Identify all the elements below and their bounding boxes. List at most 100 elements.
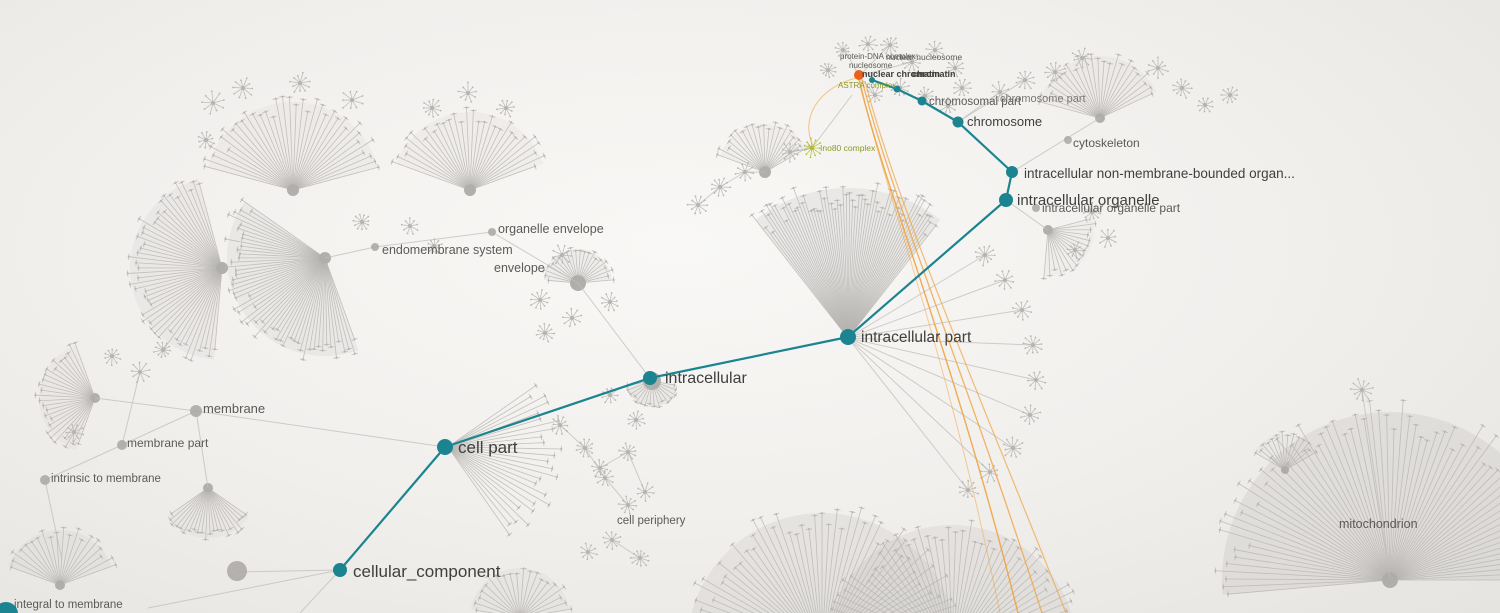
star-cluster[interactable]: [1071, 47, 1093, 69]
star-cluster[interactable]: [551, 244, 572, 265]
cluster-hub-node[interactable]: [464, 184, 476, 196]
star-cluster[interactable]: [858, 35, 878, 52]
star-cluster[interactable]: [495, 99, 515, 118]
star-cluster[interactable]: [602, 531, 622, 551]
star-cluster[interactable]: [627, 410, 646, 430]
star-cluster[interactable]: [880, 37, 899, 55]
gray-node[interactable]: [40, 475, 50, 485]
cluster-hub-node[interactable]: [1281, 466, 1289, 474]
star-cluster[interactable]: [594, 470, 614, 487]
cluster-hub-node[interactable]: [216, 262, 228, 274]
star-cluster[interactable]: [197, 131, 215, 149]
star-cluster[interactable]: [352, 213, 370, 231]
gray-node[interactable]: [227, 561, 247, 581]
cluster-fan[interactable]: [749, 182, 939, 339]
star-cluster[interactable]: [1220, 86, 1238, 104]
cluster-fan[interactable]: [9, 526, 118, 590]
star-cluster[interactable]: [400, 217, 419, 235]
star-cluster[interactable]: [65, 424, 84, 443]
star-cluster[interactable]: [422, 98, 442, 118]
star-cluster[interactable]: [781, 143, 800, 163]
cluster-fan[interactable]: [168, 483, 249, 541]
star-cluster[interactable]: [561, 307, 583, 328]
star-cluster[interactable]: [1027, 370, 1047, 391]
cluster-fan[interactable]: [203, 95, 380, 196]
node-chromosome[interactable]: [952, 116, 964, 128]
cluster-fan[interactable]: [224, 196, 359, 361]
star-cluster[interactable]: [1082, 201, 1102, 221]
cluster-fan[interactable]: [390, 106, 546, 196]
star-cluster[interactable]: [232, 77, 254, 100]
star-cluster[interactable]: [1022, 335, 1043, 355]
gray-node[interactable]: [1064, 136, 1072, 144]
star-cluster[interactable]: [1002, 436, 1024, 459]
node-intracellular-part[interactable]: [840, 329, 856, 345]
star-cluster[interactable]: [1172, 78, 1193, 99]
star-cluster[interactable]: [1011, 300, 1033, 321]
star-cluster[interactable]: [820, 63, 837, 79]
star-cluster[interactable]: [130, 361, 151, 384]
star-cluster[interactable]: [953, 78, 972, 97]
star-cluster[interactable]: [925, 40, 945, 59]
gray-node[interactable]: [117, 440, 127, 450]
star-cluster[interactable]: [591, 459, 609, 477]
cluster-fan[interactable]: [1214, 399, 1500, 598]
star-cluster[interactable]: [901, 53, 921, 72]
star-cluster[interactable]: [600, 291, 619, 312]
cluster-fan[interactable]: [126, 180, 228, 362]
cluster-fan[interactable]: [34, 341, 100, 449]
star-cluster[interactable]: [617, 495, 638, 515]
star-cluster[interactable]: [552, 414, 569, 435]
star-cluster[interactable]: [958, 479, 980, 499]
star-cluster[interactable]: [636, 482, 655, 502]
highlight-star-cluster[interactable]: [803, 137, 822, 159]
cluster-fan[interactable]: [1038, 53, 1154, 123]
star-cluster[interactable]: [734, 161, 755, 182]
node-cellular-component[interactable]: [333, 563, 347, 577]
node-intracellular-nmb-organelle[interactable]: [1006, 166, 1018, 178]
star-cluster[interactable]: [342, 90, 364, 110]
star-cluster[interactable]: [618, 442, 637, 461]
node-nucleosome-selected[interactable]: [854, 70, 864, 80]
star-cluster[interactable]: [946, 58, 964, 78]
gray-node[interactable]: [488, 228, 496, 236]
node-chromatin[interactable]: [893, 85, 901, 93]
node-nuclear-chromatin[interactable]: [869, 77, 875, 83]
star-cluster[interactable]: [1020, 404, 1042, 425]
cluster-hub-node[interactable]: [1382, 572, 1398, 588]
star-cluster[interactable]: [1197, 97, 1214, 113]
star-cluster[interactable]: [457, 81, 478, 103]
star-cluster[interactable]: [601, 387, 619, 404]
cluster-hub-node[interactable]: [287, 184, 299, 196]
star-cluster[interactable]: [530, 289, 551, 310]
star-cluster[interactable]: [425, 238, 443, 253]
star-cluster[interactable]: [152, 341, 172, 359]
node-chromosomal-part[interactable]: [917, 96, 927, 106]
node-partial-corner[interactable]: [0, 602, 18, 613]
star-cluster[interactable]: [991, 80, 1010, 103]
star-cluster[interactable]: [201, 90, 225, 115]
star-cluster[interactable]: [686, 195, 709, 215]
star-cluster[interactable]: [1066, 241, 1085, 259]
star-cluster[interactable]: [974, 245, 996, 267]
star-cluster[interactable]: [1099, 228, 1117, 248]
star-cluster[interactable]: [629, 550, 650, 567]
star-cluster[interactable]: [1349, 377, 1374, 402]
star-cluster[interactable]: [1147, 56, 1169, 79]
star-cluster[interactable]: [834, 41, 850, 58]
star-cluster[interactable]: [580, 542, 598, 561]
star-cluster[interactable]: [1015, 70, 1036, 90]
cluster-hub-node[interactable]: [55, 580, 65, 590]
star-cluster[interactable]: [866, 86, 883, 103]
node-cell-part[interactable]: [437, 439, 453, 455]
star-cluster[interactable]: [1044, 61, 1066, 82]
star-cluster[interactable]: [939, 97, 957, 114]
gray-node[interactable]: [190, 405, 202, 417]
cluster-fan[interactable]: [447, 382, 563, 537]
star-cluster[interactable]: [994, 270, 1015, 290]
cluster-fan[interactable]: [1253, 430, 1319, 474]
node-intracellular[interactable]: [643, 371, 657, 385]
star-cluster[interactable]: [535, 322, 556, 343]
star-cluster[interactable]: [104, 348, 122, 367]
